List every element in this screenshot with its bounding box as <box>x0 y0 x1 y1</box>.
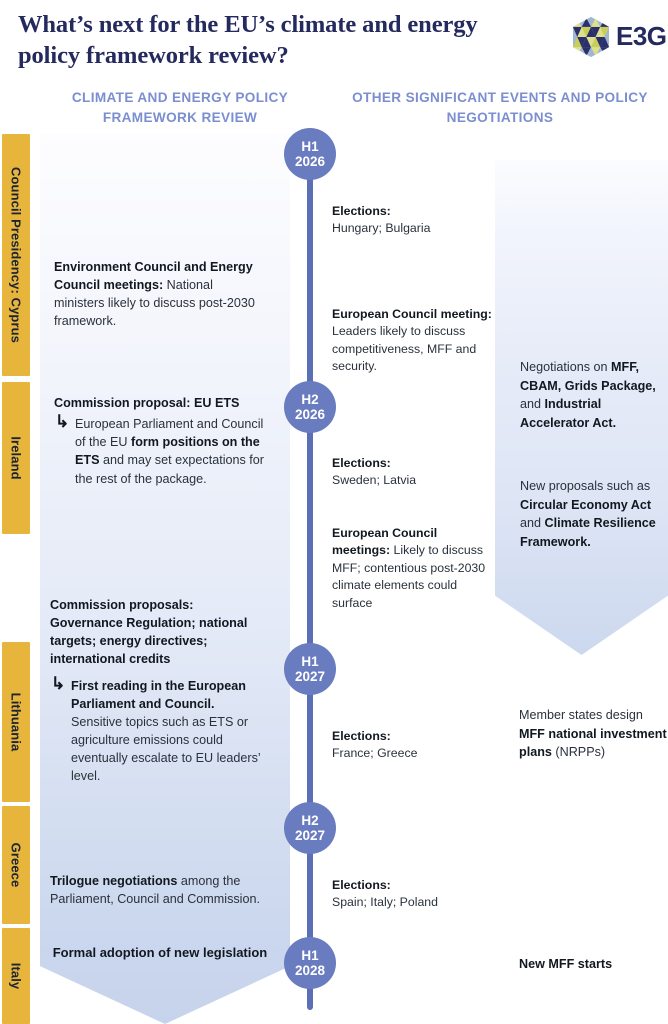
left-block-sub: ↳First reading in the European Parliamen… <box>50 673 268 786</box>
event-elections-2026-h2: Elections: Sweden; Latvia <box>332 455 497 490</box>
timeline-node-year: 2028 <box>294 963 326 978</box>
event-elections-2027-h2: Elections: Spain; Italy; Poland <box>332 877 497 912</box>
left-block-lead: Commission proposal: EU ETS <box>54 396 240 410</box>
presidency-label: Ireland <box>8 436 24 480</box>
left-block-sub: ↳European Parliament and Council of the … <box>54 412 266 488</box>
event-body: Hungary; Bulgaria <box>332 221 431 236</box>
timeline-node-period: H1 <box>301 653 319 669</box>
e3g-hexagon-logo-icon <box>572 16 610 58</box>
timeline-node-year: 2027 <box>294 828 326 843</box>
timeline-node-year: 2027 <box>294 669 326 684</box>
ms-prefix: Member states design <box>519 708 643 722</box>
left-block-commission-proposals-governance: Commission proposals: Governance Regulat… <box>50 596 268 785</box>
event-body: Leaders likely to discuss competitivenes… <box>332 324 477 374</box>
presidency-label: Italy <box>8 962 24 990</box>
presidency-segment: Lithuania <box>2 642 30 802</box>
right-block-member-states: Member states design MFF national invest… <box>519 706 667 762</box>
event-elections-2027-h1: Elections: France; Greece <box>332 728 497 763</box>
timeline-node-period: H2 <box>301 391 319 407</box>
left-block-commission-proposal-ets: Commission proposal: EU ETS ↳European Pa… <box>54 394 266 488</box>
timeline-node-period: H1 <box>301 138 319 154</box>
left-block-environment-council: Environment Council and Energy Council m… <box>54 258 266 331</box>
left-block-lead: Trilogue negotiations <box>50 874 178 888</box>
sub-suffix: and may set expectations for the rest of… <box>75 453 265 486</box>
sub-bold: form positions on the ETS <box>75 435 260 468</box>
column-heading-left: CLIMATE AND ENERGY POLICY FRAMEWORK REVI… <box>71 90 289 125</box>
presidency-label: Lithuania <box>8 692 24 752</box>
right-block-new-proposals: New proposals such as Circular Economy A… <box>520 477 662 552</box>
left-block-lead: Environment Council and Energy Council m… <box>54 260 253 293</box>
event-euco-meetings-2026-h2: European Council meetings: Likely to dis… <box>332 525 497 612</box>
event-elections-2026-h1: Elections: Hungary; Bulgaria <box>332 203 497 238</box>
timeline-spine <box>307 150 313 1010</box>
event-lead: Elections: <box>332 456 391 470</box>
neg-prefix: Negotiations on <box>520 360 612 374</box>
column-heading-right: OTHER SIGNIFICANT EVENTS AND POLICY NEGO… <box>352 90 648 125</box>
sub-arrow-icon: ↳ <box>55 412 70 432</box>
event-body: France; Greece <box>332 746 418 761</box>
timeline-node-year: 2026 <box>294 154 326 169</box>
prop-bold: Circular Economy Act <box>520 497 652 512</box>
left-block-body: National ministers likely to discuss pos… <box>54 278 255 329</box>
neg-bold2: Industrial Accelerator Act. <box>520 397 617 430</box>
timeline-node-period: H1 <box>301 947 319 963</box>
presidency-segment: Ireland <box>2 382 30 534</box>
event-lead: European Council meetings: <box>332 526 438 558</box>
right-block-new-mff: New MFF starts <box>519 955 668 974</box>
policy-review-column <box>40 134 290 1024</box>
event-lead: Elections: <box>332 204 391 218</box>
left-block-formal-adoption: Formal adoption of new legislation <box>52 944 268 963</box>
event-lead: Elections: <box>332 729 391 743</box>
sub-prefix: European Parliament and Council of the E… <box>75 417 264 450</box>
left-block-trilogue-negotiations: Trilogue negotiations among the Parliame… <box>50 872 272 908</box>
event-lead: European Council meeting: <box>332 307 492 321</box>
formal-adoption-text: Formal adoption of new legislation <box>52 945 268 960</box>
sub-bold: First reading in the European Parliament… <box>71 678 246 711</box>
presidency-label: Council Presidency: Cyprus <box>8 167 24 343</box>
prop-bold2: Climate Resilience Framework. <box>520 516 656 549</box>
sub-arrow-icon: ↳ <box>51 673 66 693</box>
event-lead: Elections: <box>332 878 391 892</box>
left-block-lead: Commission proposals: Governance Regulat… <box>50 598 248 667</box>
ms-bold: MFF national investment plans <box>519 726 667 760</box>
neg-mid: and <box>520 397 545 412</box>
new-mff-text: New MFF starts <box>519 957 613 971</box>
ms-suffix: (NRPPs) <box>551 745 606 760</box>
presidency-segment: Italy <box>2 928 30 1024</box>
other-events-column <box>495 160 668 655</box>
presidency-label: Greece <box>8 842 24 888</box>
timeline-node-year: 2026 <box>294 407 326 422</box>
presidency-segment: Greece <box>2 806 30 924</box>
event-euco-meeting-2026-h1: European Council meeting: Leaders likely… <box>332 306 497 376</box>
prop-prefix: New proposals such as <box>520 479 651 493</box>
sub-suffix: Sensitive topics such as ETS or agricult… <box>71 714 261 784</box>
left-block-body: among the Parliament, Council and Commis… <box>50 874 260 907</box>
e3g-logo: E3G <box>570 16 667 58</box>
event-body: Sweden; Latvia <box>332 473 417 488</box>
timeline-node-period: H2 <box>301 812 319 828</box>
neg-bold: MFF, CBAM, Grids Package, <box>520 360 656 393</box>
event-body: Spain; Italy; Poland <box>332 895 438 910</box>
presidency-segment: Council Presidency: Cyprus <box>2 134 30 376</box>
event-body: Likely to discuss MFF; contentious post-… <box>332 543 486 610</box>
right-block-negotiations: Negotiations on MFF, CBAM, Grids Package… <box>520 358 662 433</box>
prop-mid: and <box>520 516 545 531</box>
e3g-logo-wordmark: E3G <box>616 21 667 51</box>
page-title: What’s next for the EU’s climate and ene… <box>18 11 478 69</box>
